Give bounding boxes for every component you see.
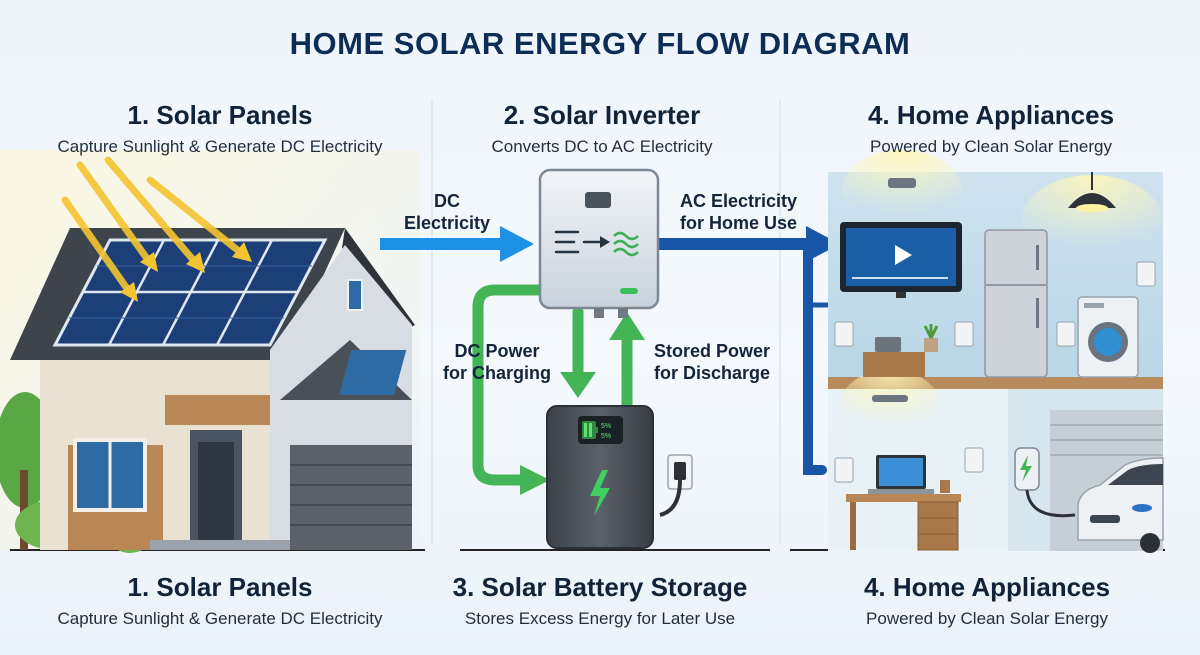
- solar-panel-icon: [52, 238, 328, 347]
- dc-electricity-label: DC Electricity: [392, 190, 502, 234]
- section-subtitle: Capture Sunlight & Generate DC Electrici…: [57, 609, 383, 628]
- laptop-icon: [868, 455, 934, 494]
- battery-level-1: 5%: [601, 423, 611, 430]
- page-title: HOME SOLAR ENERGY FLOW DIAGRAM: [289, 26, 911, 61]
- outlet-icon: [1136, 261, 1156, 287]
- section-subtitle: Powered by Clean Solar Energy: [866, 609, 1108, 628]
- dc-flow-arrow: [380, 226, 534, 262]
- battery-flow: [472, 284, 633, 486]
- section-heading: 1. Solar Panels: [127, 100, 313, 130]
- ev-charger-icon: [1014, 447, 1076, 518]
- sun-ray-icon: [61, 156, 252, 302]
- label-line: DC: [434, 191, 460, 211]
- label-line: for Home Use: [679, 213, 798, 233]
- label-line: Stored Power: [653, 341, 771, 361]
- battery-icon: 5% 5%: [546, 405, 693, 549]
- inverter-icon: [538, 168, 660, 318]
- section-solar-panels-bottom: 1. Solar Panels Capture Sunlight & Gener…: [20, 572, 420, 630]
- section-appliances-top: 4. Home Appliances Powered by Clean Sola…: [791, 100, 1191, 158]
- ac-arrow-head: [806, 226, 840, 262]
- section-battery-bottom: 3. Solar Battery Storage Stores Excess E…: [400, 572, 800, 630]
- section-subtitle: Converts DC to AC Electricity: [491, 137, 713, 156]
- section-heading: 4. Home Appliances: [863, 572, 1111, 602]
- label-line: for Charging: [443, 363, 551, 383]
- lightning-icon: [590, 470, 610, 516]
- section-heading: 3. Solar Battery Storage: [452, 572, 748, 602]
- section-heading: 1. Solar Panels: [127, 572, 313, 602]
- section-appliances-bottom: 4. Home Appliances Powered by Clean Sola…: [787, 572, 1187, 630]
- section-subtitle: Capture Sunlight & Generate DC Electrici…: [57, 137, 383, 156]
- home-interior: [828, 150, 1164, 553]
- label-line: Electricity: [403, 213, 491, 233]
- lamp-icon: [872, 172, 1116, 402]
- section-heading: 4. Home Appliances: [867, 100, 1115, 130]
- section-subtitle: Powered by Clean Solar Energy: [870, 137, 1112, 156]
- washer-icon: [1077, 296, 1139, 378]
- car-icon: [1077, 457, 1164, 553]
- dc-charging-label: DC Power for Charging: [432, 340, 562, 384]
- label-line: for Discharge: [653, 363, 771, 383]
- section-subtitle: Stores Excess Energy for Later Use: [464, 609, 736, 628]
- stored-power-label: Stored Power for Discharge: [642, 340, 782, 384]
- section-heading: 2. Solar Inverter: [503, 100, 701, 130]
- ac-electricity-label: AC Electricity for Home Use: [666, 190, 811, 234]
- fridge-icon: [984, 229, 1048, 378]
- tv-icon: [840, 222, 962, 298]
- label-line: DC Power: [454, 341, 540, 361]
- label-line: AC Electricity: [679, 191, 798, 211]
- section-inverter-top: 2. Solar Inverter Converts DC to AC Elec…: [402, 100, 802, 158]
- section-solar-panels-top: 1. Solar Panels Capture Sunlight & Gener…: [20, 100, 420, 158]
- battery-level-2: 5%: [601, 433, 611, 440]
